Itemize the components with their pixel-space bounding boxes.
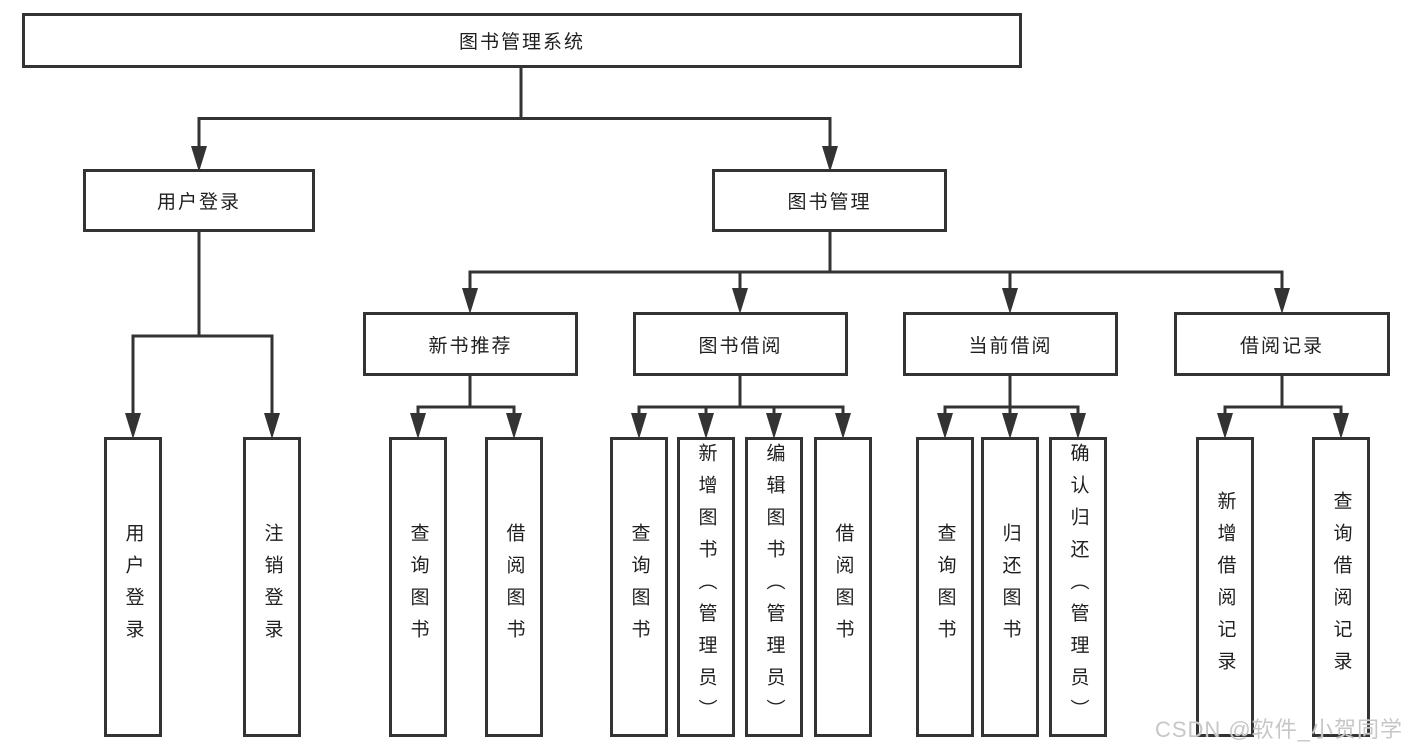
node-user-login: 用户登录 xyxy=(83,169,315,232)
node-borrowing-records: 借阅记录 xyxy=(1174,312,1390,376)
leaf-edit-book-admin-label: 编辑图书（管理员） xyxy=(763,443,785,731)
arrowheads xyxy=(125,146,1349,439)
leaf-return-book-label: 归还图书 xyxy=(999,523,1021,651)
leaf-confirm-return-admin: 确认归还（管理员） xyxy=(1049,437,1107,737)
node-current-borrowing: 当前借阅 xyxy=(903,312,1118,376)
leaf-add-book-admin: 新增图书（管理员） xyxy=(677,437,735,737)
node-book-borrowing-label: 图书借阅 xyxy=(698,335,783,357)
leaf-query-books-1-label: 查询图书 xyxy=(407,523,429,651)
node-current-borrowing-label: 当前借阅 xyxy=(968,335,1053,357)
node-root-label: 图书管理系统 xyxy=(458,32,585,53)
leaf-borrow-books-2-label: 借阅图书 xyxy=(832,523,854,651)
node-book-management: 图书管理 xyxy=(712,169,947,232)
leaf-query-books-1: 查询图书 xyxy=(389,437,447,737)
leaf-borrow-books-2: 借阅图书 xyxy=(814,437,872,737)
node-root-system: 图书管理系统 xyxy=(22,13,1022,68)
node-new-book-recommend: 新书推荐 xyxy=(363,312,578,376)
leaf-query-books-2: 查询图书 xyxy=(610,437,668,737)
leaf-edit-book-admin: 编辑图书（管理员） xyxy=(745,437,803,737)
leaf-query-books-3-label: 查询图书 xyxy=(934,523,956,651)
leaf-borrow-books-1: 借阅图书 xyxy=(485,437,543,737)
csdn-watermark: CSDN @软件_小贺同学 xyxy=(1154,717,1403,742)
node-book-borrowing: 图书借阅 xyxy=(633,312,848,376)
leaf-add-borrow-record: 新增借阅记录 xyxy=(1196,437,1254,737)
node-user-login-label: 用户登录 xyxy=(156,192,241,213)
node-borrowing-records-label: 借阅记录 xyxy=(1239,335,1324,357)
node-book-management-label: 图书管理 xyxy=(787,192,872,213)
leaf-query-borrow-record-label: 查询借阅记录 xyxy=(1330,491,1352,683)
leaf-borrow-books-1-label: 借阅图书 xyxy=(503,523,525,651)
leaf-user-login: 用户登录 xyxy=(104,437,162,737)
leaf-return-book: 归还图书 xyxy=(981,437,1039,737)
leaf-confirm-return-admin-label: 确认归还（管理员） xyxy=(1067,443,1089,731)
node-new-book-recommend-label: 新书推荐 xyxy=(428,335,513,357)
leaf-add-borrow-record-label: 新增借阅记录 xyxy=(1214,491,1236,683)
leaf-user-login-label: 用户登录 xyxy=(122,523,144,651)
leaf-query-books-2-label: 查询图书 xyxy=(628,523,650,651)
leaf-query-books-3: 查询图书 xyxy=(916,437,974,737)
leaf-add-book-admin-label: 新增图书（管理员） xyxy=(695,443,717,731)
leaf-logout: 注销登录 xyxy=(243,437,301,737)
leaf-logout-label: 注销登录 xyxy=(261,523,283,651)
leaf-query-borrow-record: 查询借阅记录 xyxy=(1312,437,1370,737)
